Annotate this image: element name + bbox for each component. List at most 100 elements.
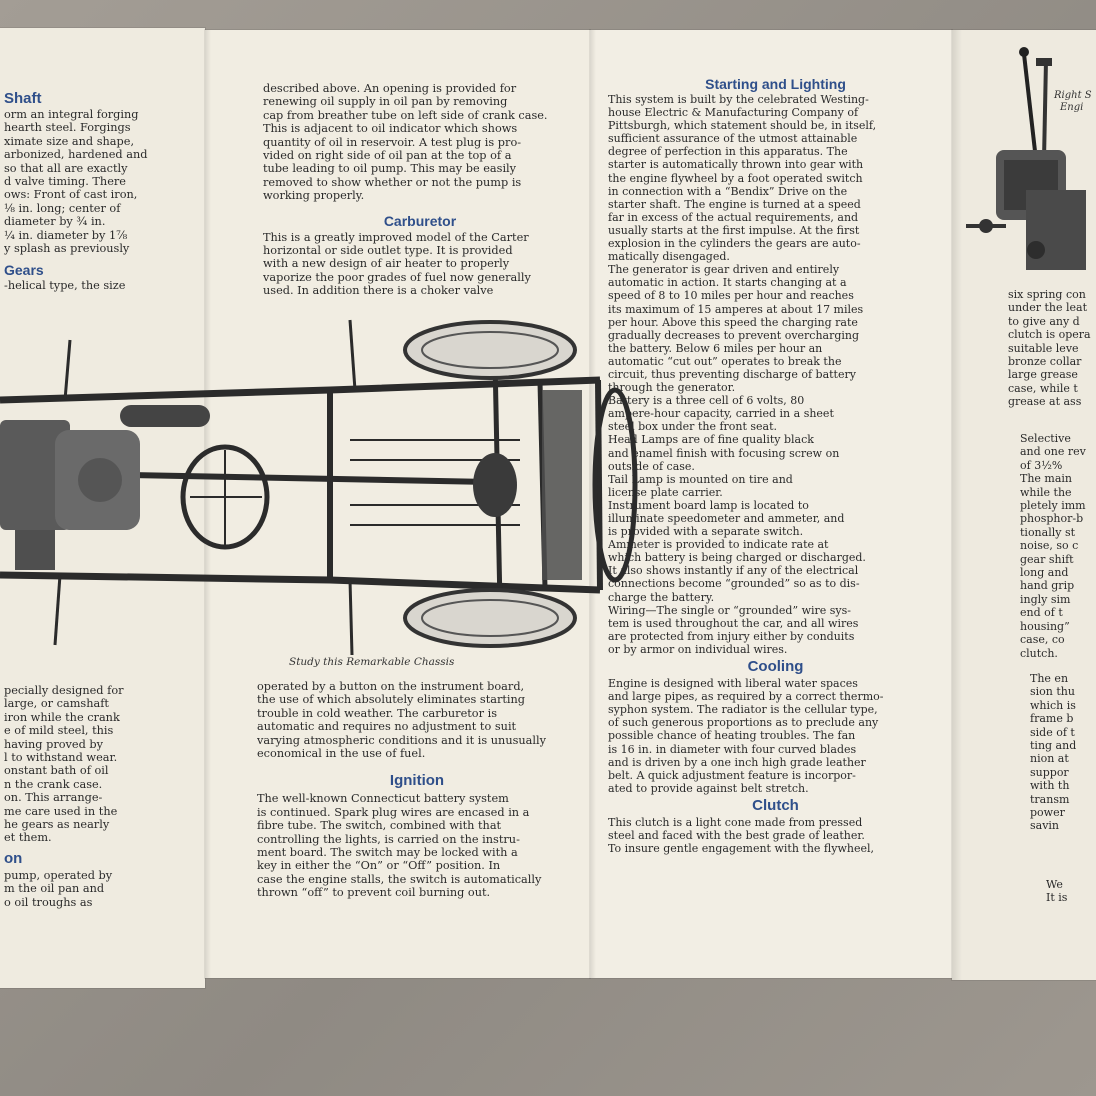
text-line: described above. An opening is provided …	[263, 82, 517, 95]
text-line: sufficient assurance of the utmost attai…	[608, 132, 858, 146]
text-line: arbonized, hardened and	[4, 148, 148, 162]
clutch-text: This clutch is a light cone made from pr…	[608, 816, 943, 855]
text-line: on. This arrange-	[4, 791, 103, 805]
heading-cooling: Cooling	[747, 658, 804, 676]
text-line: This is adjacent to oil indicator which …	[263, 122, 518, 136]
text-line: vaporize the poor grades of fuel now gen…	[263, 270, 531, 284]
carburetor-text: This is a greatly improved model of the …	[263, 231, 577, 298]
text-line: key in either the “On” or “Off” position…	[257, 859, 501, 873]
text-line: diameter by ¾ in.	[4, 215, 106, 229]
heading-carburetor: Carburetor	[383, 212, 457, 229]
text-line: power	[1030, 806, 1065, 820]
text-line: trouble in cold weather. The carburetor …	[257, 706, 497, 720]
text-line: transm	[1030, 792, 1070, 806]
text-line: suitable leve	[1008, 341, 1079, 355]
engine-caption: Right S Engi	[1054, 90, 1092, 113]
text-line: d valve timing. There	[4, 175, 126, 189]
text-line: having proved by	[4, 737, 104, 751]
text-line: six spring con	[1008, 288, 1086, 301]
text-line: orm an integral forging	[4, 108, 139, 121]
text-line: nion at	[1030, 752, 1069, 766]
text-line: which is	[1030, 698, 1076, 712]
text-line: varying atmospheric conditions and it is…	[257, 733, 547, 747]
right-column: Starting and Lighting This system is bui…	[608, 75, 943, 855]
text-line: economical in the use of fuel.	[257, 747, 426, 761]
text-line: the engine flywheel by a foot operated s…	[608, 171, 863, 185]
text-line: Tail Lamp is mounted on tire and	[608, 472, 793, 486]
text-line: sion thu	[1030, 685, 1075, 699]
starting-lighting-text: This system is built by the celebrated W…	[608, 93, 943, 656]
text-line: possible chance of heating troubles. The…	[608, 729, 856, 743]
text-line: onstant bath of oil	[4, 764, 109, 778]
text-line: large grease	[1008, 368, 1078, 382]
text-line: frame b	[1030, 712, 1074, 726]
text-line: through the generator.	[608, 381, 736, 395]
text-line: illuminate speedometer and ammeter, and	[608, 512, 845, 525]
text-line: ampere-hour capacity, carried in a sheet	[608, 407, 834, 421]
text-line: ment board. The switch may be locked wit…	[257, 846, 518, 860]
text-line: are protected from injury either by cond…	[608, 629, 855, 643]
text-line: working properly.	[263, 189, 365, 203]
text-line: ximate size and shape,	[4, 134, 135, 148]
middle-column-bottom: operated by a button on the instrument b…	[257, 680, 577, 900]
text-line: We	[1046, 878, 1063, 891]
text-line: the use of which absolutely eliminates s…	[257, 693, 526, 707]
text-line: removed to show whether or not the pump …	[263, 175, 522, 189]
text-line: ¼ in. diameter by 1⅞	[4, 228, 128, 242]
text-line: pecially designed for	[4, 684, 124, 697]
text-line: renewing oil supply in oil pan by removi…	[263, 95, 508, 109]
text-line: syphon system. The radiator is the cellu…	[608, 703, 878, 717]
text-line: clutch is opera	[1008, 328, 1091, 342]
text-line: large, or camshaft	[4, 697, 109, 711]
text-line: The main	[1020, 472, 1073, 486]
text-line: to give any d	[1008, 314, 1080, 328]
text-line: Pittsburgh, which statement should be, i…	[608, 119, 877, 133]
text-line: Engine is designed with liberal water sp…	[608, 677, 858, 691]
text-line: To insure gentle engagement with the fly…	[608, 842, 874, 856]
text-line: is 16 in. in diameter with four curved b…	[608, 742, 857, 756]
carburetor-text-2: operated by a button on the instrument b…	[257, 680, 577, 760]
text-line: This is a greatly improved model of the …	[263, 230, 529, 244]
text-line: while the	[1020, 485, 1072, 499]
text-line: and one rev	[1020, 445, 1086, 459]
text-line: automatic “cut out” operates to break th…	[608, 354, 842, 368]
chassis-caption: Study this Remarkable Chassis	[289, 656, 455, 668]
text-line: or by armor on individual wires.	[608, 642, 788, 656]
text-line: of such generous proportions as to precl…	[608, 716, 879, 730]
text-line: starter is automatically thrown into gea…	[608, 158, 864, 172]
text-line: gradually decreases to prevent overcharg…	[608, 328, 860, 342]
text-line: Head Lamps are of fine quality black	[608, 433, 814, 447]
text-line: housing”	[1020, 619, 1070, 633]
heading-gears: Gears	[4, 262, 44, 279]
text-line: This clutch is a light cone made from pr…	[608, 815, 863, 829]
text-line: belt. A quick adjustment feature is inco…	[608, 768, 856, 782]
text-line: m the oil pan and	[4, 882, 105, 896]
text-line: of 3½%	[1020, 458, 1063, 472]
heading-shaft: Shaft	[4, 90, 42, 107]
text-line: The generator is gear driven and entirel…	[608, 263, 840, 277]
text-line: explosion in the cylinders the gears are…	[608, 237, 861, 251]
ignition-text: The well-known Connecticut battery syste…	[257, 792, 577, 899]
text-line: iron while the crank	[4, 710, 120, 724]
text-line: case, while t	[1008, 381, 1078, 395]
heading-starting-lighting: Starting and Lighting	[705, 76, 846, 92]
text-line: noise, so c	[1020, 539, 1079, 553]
text-line: steel and faced with the best grade of l…	[608, 828, 865, 842]
text-line: degree of perfection in this apparatus. …	[608, 145, 848, 159]
text-line: tem is used throughout the car, and all …	[608, 616, 859, 630]
text-line: horizontal or side outlet type. It is pr…	[263, 244, 513, 258]
text-line: outside of case.	[608, 459, 695, 473]
text-line: and is driven by a one inch high grade l…	[608, 755, 866, 769]
text-line: long and	[1020, 566, 1069, 580]
text-line: which battery is being charged or discha…	[608, 551, 866, 565]
text-line: et them.	[4, 831, 52, 845]
oil-text: described above. An opening is provided …	[263, 82, 577, 203]
text-line: automatic and requires no adjustment to …	[257, 720, 517, 734]
text-line: house Electric & Manufacturing Company o…	[608, 106, 859, 120]
